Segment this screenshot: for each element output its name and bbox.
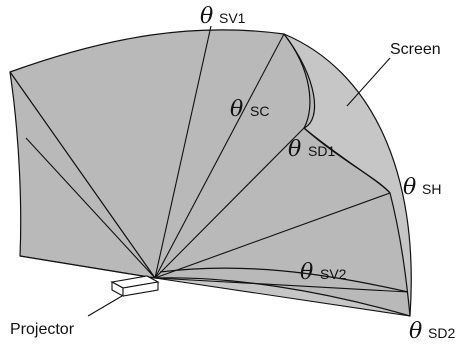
angle-label-sv2: θ SV2: [300, 260, 347, 285]
angle-label-sd2: θ SD2: [409, 319, 455, 344]
ray-left-mid: [25, 137, 156, 279]
inner-arc-sv2: [159, 267, 409, 293]
angle-subscript: SV1: [219, 10, 246, 26]
angle-subscript: SH: [422, 181, 441, 197]
inner-arc-sc: [283, 33, 311, 129]
ray-sh: [154, 192, 391, 279]
ray-left-low: [19, 255, 156, 279]
projection-rays: [9, 25, 411, 317]
angle-label-sv1: θ SV1: [200, 4, 246, 29]
angle-subscript: SV2: [320, 266, 347, 282]
theta-symbol: θ: [288, 137, 301, 162]
theta-symbol: θ: [403, 175, 416, 200]
theta-symbol: θ: [200, 4, 213, 29]
theta-symbol: θ: [300, 260, 313, 285]
ray-sc: [154, 33, 285, 279]
angle-label-sd1: θ SD1: [288, 137, 335, 162]
angle-label-sc: θ SC: [230, 97, 269, 122]
projector: [110, 275, 160, 297]
outer-arc: [283, 33, 412, 317]
theta-symbol: θ: [409, 319, 422, 344]
angle-subscript: SC: [250, 103, 269, 119]
ray-sv1: [154, 25, 212, 279]
ray-sd2: [154, 277, 411, 317]
inner-arc-sh: [303, 127, 391, 194]
screen-leader-line: [346, 57, 391, 107]
projector-label: Projector: [10, 321, 75, 338]
projector-side: [122, 281, 159, 297]
ray-sd1: [154, 127, 305, 279]
angle-subscript: SD2: [428, 325, 455, 341]
ray-top-left: [9, 71, 156, 279]
ray-sv2: [154, 277, 409, 293]
projector-leader-line: [87, 295, 123, 317]
angle-subscript: SD1: [308, 143, 335, 159]
screen-label: Screen: [390, 41, 441, 58]
theta-symbol: θ: [230, 97, 243, 122]
angle-label-sh: θ SH: [403, 175, 441, 200]
